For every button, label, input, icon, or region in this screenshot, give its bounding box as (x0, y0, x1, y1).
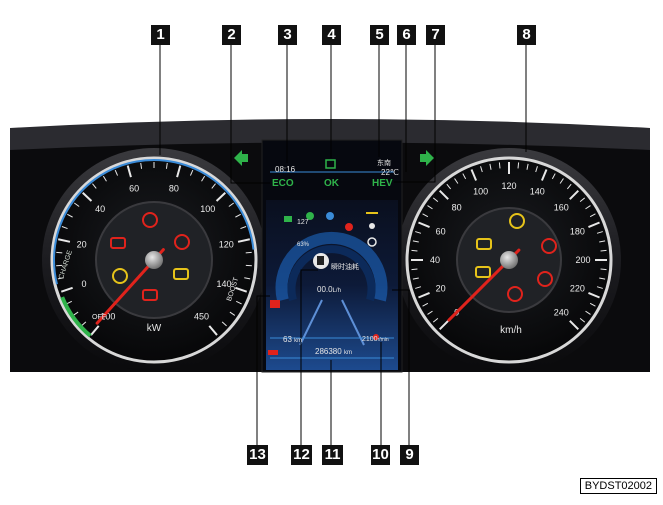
rpm-unit: r/min (378, 337, 389, 343)
callout-2: 2 (222, 25, 241, 45)
boost-label: BOOST (226, 277, 240, 302)
callout-5: 5 (370, 25, 389, 45)
remaining-range: 63 km (283, 335, 302, 344)
range-unit: km (294, 338, 302, 344)
callout-3: 3 (278, 25, 297, 45)
eco-mode-label: ECO (272, 178, 294, 189)
callout-1: 1 (151, 25, 170, 45)
outside-temperature: 22℃ (381, 168, 399, 177)
fuel-consumption-title: 瞬时油耗 (331, 262, 359, 272)
off-label: OFF (92, 314, 106, 321)
callout-12: 12 (291, 445, 312, 465)
callout-8: 8 (517, 25, 536, 45)
fuel-consumption-value: 00.0L/h (317, 285, 341, 294)
clock-time: 08:16 (275, 165, 295, 174)
battery-level: 63% (297, 242, 309, 248)
odometer: 286380 km (315, 347, 352, 356)
engine-rpm: 2100r/min (362, 336, 389, 343)
callout-4: 4 (322, 25, 341, 45)
odometer-value: 286380 (315, 347, 342, 356)
callout-6: 6 (397, 25, 416, 45)
fuel-value: 00.0 (317, 285, 333, 294)
charge-label: CHARGE (58, 250, 74, 281)
callout-9: 9 (400, 445, 419, 465)
ok-status-label: OK (324, 178, 339, 189)
odometer-unit: km (344, 350, 352, 356)
callout-10: 10 (371, 445, 390, 465)
compass-direction: 东南 (377, 158, 391, 168)
speed-limit-value: 127 (297, 219, 309, 226)
rpm-value: 2100 (362, 336, 378, 343)
hev-mode-label: HEV (372, 178, 393, 189)
speed-unit-label: km/h (496, 325, 526, 336)
power-unit-label: kW (141, 323, 167, 334)
callout-7: 7 (426, 25, 445, 45)
document-code: BYDST02002 (580, 478, 657, 494)
callout-11: 11 (322, 445, 343, 465)
range-value: 63 (283, 335, 292, 344)
fuel-unit: L/h (333, 288, 341, 294)
callout-13: 13 (247, 445, 268, 465)
